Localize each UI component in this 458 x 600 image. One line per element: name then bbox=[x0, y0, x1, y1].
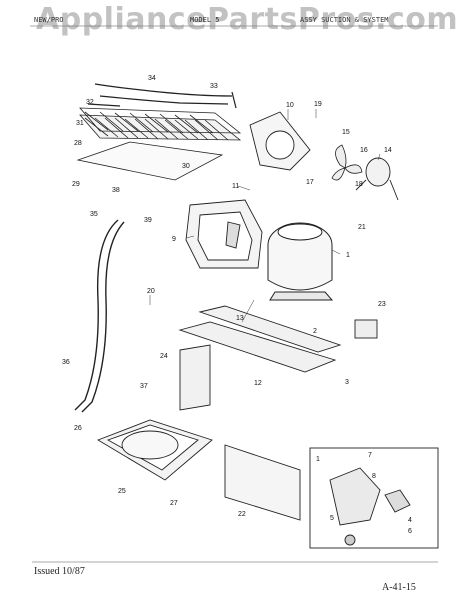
header-middle: MODEL 5 bbox=[190, 16, 220, 24]
callout-labels: 1 2 3 4 5 6 7 8 9 10 11 12 13 14 15 16 1… bbox=[62, 75, 412, 535]
callout-23: 23 bbox=[378, 301, 386, 308]
callout-11: 11 bbox=[232, 183, 239, 190]
callout-28: 28 bbox=[74, 140, 82, 147]
callout-7: 7 bbox=[368, 452, 372, 459]
callout-37: 37 bbox=[140, 383, 148, 390]
callout-9: 9 bbox=[172, 236, 176, 243]
issued-date: Issued 10/87 bbox=[34, 566, 85, 577]
evaporator-coil bbox=[185, 199, 263, 269]
detail-marker: 1 bbox=[316, 456, 320, 463]
callout-4: 4 bbox=[408, 517, 412, 524]
detail-inset bbox=[309, 447, 439, 549]
callout-22: 22 bbox=[238, 511, 246, 518]
leader-lines bbox=[149, 109, 381, 323]
callout-35: 35 bbox=[90, 211, 98, 218]
callout-21: 21 bbox=[358, 224, 366, 231]
callout-25: 25 bbox=[118, 488, 126, 495]
callout-24: 24 bbox=[160, 353, 168, 360]
callout-32: 32 bbox=[86, 99, 94, 106]
drain-pan bbox=[96, 419, 213, 481]
callout-6: 6 bbox=[408, 528, 412, 535]
compressor bbox=[267, 222, 334, 301]
drain-hose bbox=[74, 219, 125, 413]
relay bbox=[354, 319, 378, 339]
watermark: AppliancePartsPros.com bbox=[36, 2, 458, 37]
callout-36: 36 bbox=[62, 359, 70, 366]
header-left: NEW/PRO bbox=[34, 16, 64, 24]
base-rails bbox=[178, 305, 342, 411]
callout-5: 5 bbox=[330, 515, 334, 522]
fan-shroud bbox=[249, 111, 311, 171]
drain-tubes bbox=[87, 83, 237, 109]
callout-15: 15 bbox=[342, 129, 350, 136]
condenser-coil bbox=[79, 107, 242, 141]
callout-30: 30 bbox=[182, 163, 190, 170]
callout-8: 8 bbox=[372, 473, 376, 480]
callout-14: 14 bbox=[384, 147, 392, 154]
header-right: ASSY SUCTION & SYSTEM bbox=[300, 16, 389, 24]
callout-3: 3 bbox=[345, 379, 349, 386]
fan-motor bbox=[355, 157, 399, 201]
callout-38: 38 bbox=[112, 187, 120, 194]
callout-31: 31 bbox=[76, 120, 84, 127]
callout-34: 34 bbox=[148, 75, 156, 82]
callout-1: 1 bbox=[346, 252, 350, 259]
callout-39: 39 bbox=[144, 217, 152, 224]
fan-blade bbox=[331, 144, 363, 181]
callout-18: 18 bbox=[355, 181, 363, 188]
page-code: A-41-15 bbox=[382, 582, 416, 593]
callout-20: 20 bbox=[147, 288, 155, 295]
callout-2: 2 bbox=[313, 328, 317, 335]
condenser-cover bbox=[76, 141, 224, 181]
callout-12: 12 bbox=[254, 380, 262, 387]
callout-10: 10 bbox=[286, 102, 294, 109]
callout-16: 16 bbox=[360, 147, 368, 154]
callout-26: 26 bbox=[74, 425, 82, 432]
callout-27: 27 bbox=[170, 500, 178, 507]
callout-29: 29 bbox=[72, 181, 80, 188]
access-cover bbox=[224, 444, 301, 521]
callout-19: 19 bbox=[314, 101, 322, 108]
callout-33: 33 bbox=[210, 83, 218, 90]
callout-13: 13 bbox=[236, 315, 244, 322]
callout-17: 17 bbox=[306, 179, 314, 186]
